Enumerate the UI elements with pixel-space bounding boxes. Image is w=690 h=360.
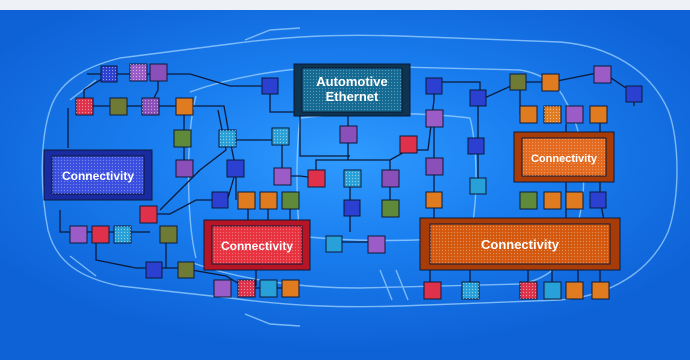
chip: [425, 77, 443, 95]
chip: [91, 225, 110, 244]
chip: [425, 191, 443, 209]
chip: [543, 281, 562, 300]
chip: [519, 105, 538, 124]
chip: [625, 85, 643, 103]
right-large-connectivity-label: Connectivity: [481, 237, 560, 252]
chip: [541, 73, 560, 92]
chip: [149, 63, 168, 82]
chip: [175, 97, 194, 116]
chip: [425, 109, 444, 128]
chip: [399, 135, 418, 154]
chip: [469, 89, 487, 107]
chip: [307, 169, 326, 188]
chip: [226, 159, 245, 178]
chip: [177, 261, 195, 279]
chip: [423, 281, 442, 300]
chip: [259, 279, 278, 298]
chip-texture: [76, 64, 561, 299]
right-small-connectivity-module: Connectivity: [513, 131, 615, 183]
chip: [175, 159, 194, 178]
chip: [339, 125, 358, 144]
chip: [509, 73, 527, 91]
chip: [589, 191, 607, 209]
ethernet-module: Automotive Ethernet: [293, 63, 411, 117]
ethernet-module-label-line2: Ethernet: [326, 89, 379, 104]
chip: [367, 235, 386, 254]
center-connectivity-label: Connectivity: [221, 239, 293, 253]
chip: [565, 281, 584, 300]
chip: [281, 279, 300, 298]
chip: [565, 191, 584, 210]
right-large-connectivity-module: Connectivity: [419, 217, 621, 271]
chip: [519, 191, 538, 210]
ethernet-module-label-line1: Automotive: [316, 74, 388, 89]
center-connectivity-module: Connectivity: [203, 219, 311, 271]
chip: [159, 225, 178, 244]
left-connectivity-label: Connectivity: [62, 169, 134, 183]
left-connectivity-module: Connectivity: [43, 149, 153, 201]
chip: [589, 105, 608, 124]
chip-array: [69, 63, 643, 300]
chip: [343, 199, 361, 217]
chip: [593, 65, 612, 84]
chip: [109, 97, 128, 116]
chip: [237, 191, 256, 210]
chip: [565, 105, 584, 124]
top-strip: [0, 0, 690, 10]
right-small-connectivity-label: Connectivity: [531, 153, 598, 165]
chip: [381, 199, 400, 218]
chip: [173, 129, 192, 148]
chip: [259, 191, 278, 210]
chip: [469, 177, 487, 195]
chip: [213, 279, 232, 298]
chip: [145, 261, 163, 279]
chip: [325, 235, 343, 253]
chip: [139, 205, 158, 224]
chip: [543, 191, 562, 210]
chip: [261, 77, 279, 95]
chip: [281, 191, 300, 210]
chip: [211, 191, 229, 209]
chip: [467, 137, 485, 155]
chip: [425, 157, 444, 176]
chip: [273, 167, 292, 186]
chip: [381, 169, 400, 188]
chip: [69, 225, 88, 244]
chip: [591, 281, 610, 300]
